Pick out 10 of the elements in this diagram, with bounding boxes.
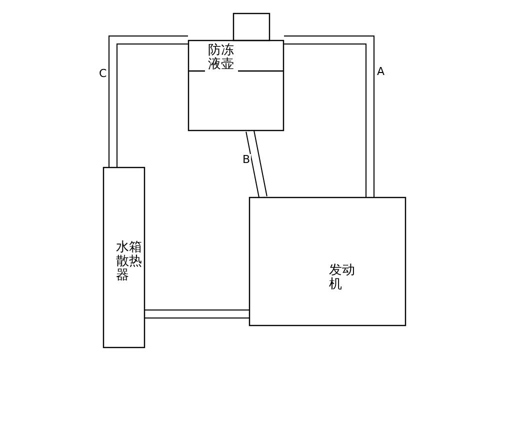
pipe: [284, 36, 374, 197]
node-label: 防冻液壶: [208, 44, 235, 72]
edge-label: B: [242, 154, 252, 166]
node-label: 水箱散热器: [116, 241, 143, 283]
pipe: [108, 36, 188, 167]
edge-label: A: [376, 66, 386, 78]
node-label: 发动机: [329, 264, 356, 292]
pipe: [145, 310, 249, 318]
pipe: [246, 130, 268, 198]
edge-label: C: [98, 68, 108, 80]
